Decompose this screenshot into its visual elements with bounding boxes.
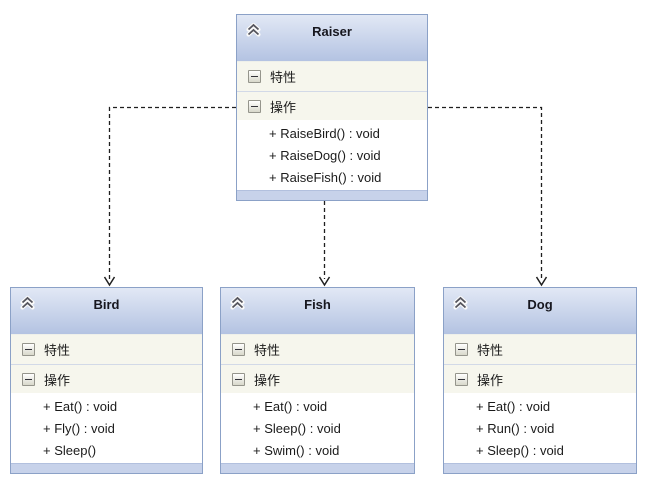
class-title: Raiser [312, 24, 352, 39]
collapse-double-chevron-up-icon[interactable] [228, 294, 246, 311]
class-title: Bird [93, 297, 120, 312]
collapse-double-chevron-up-icon[interactable] [18, 294, 36, 311]
method-item[interactable]: + Eat() : void [43, 399, 118, 414]
minus-box-icon[interactable] [22, 372, 35, 386]
operations-section-row[interactable]: 操作 [237, 91, 427, 120]
minus-box-icon[interactable] [232, 343, 245, 356]
attributes-section-row[interactable]: 特性 [11, 335, 202, 364]
method-item[interactable]: + Eat() : void [253, 399, 328, 414]
class-title: Dog [527, 297, 553, 312]
class-header[interactable]: Bird [11, 288, 202, 335]
dependency-arrow-raiser-to-bird[interactable] [103, 106, 237, 287]
class-box-dog[interactable]: Dog 特性 操作 + Eat() : void + Run() : void … [443, 287, 637, 474]
method-item[interactable]: + Fly() : void [43, 421, 115, 436]
box-footer [11, 463, 202, 473]
arrowhead-icon [535, 276, 548, 287]
class-box-bird[interactable]: Bird 特性 操作 + Eat() : void + Fly() : void… [10, 287, 203, 474]
class-header[interactable]: Dog [444, 288, 636, 335]
collapse-double-chevron-up-icon[interactable] [244, 21, 262, 38]
attributes-section-row[interactable]: 特性 [444, 335, 636, 364]
operations-list: + Eat() : void + Run() : void + Sleep() … [444, 393, 636, 463]
attributes-section-row[interactable]: 特性 [237, 62, 427, 91]
operations-list: + Eat() : void + Fly() : void + Sleep() [11, 393, 202, 463]
arrowhead-icon [318, 276, 331, 287]
method-item[interactable]: + RaiseDog() : void [269, 148, 381, 163]
method-item[interactable]: + RaiseBird() : void [269, 126, 380, 141]
operations-list: + RaiseBird() : void + RaiseDog() : void… [237, 120, 427, 190]
minus-box-icon[interactable] [455, 343, 468, 356]
class-header[interactable]: Fish [221, 288, 414, 335]
minus-box-icon[interactable] [248, 70, 261, 83]
operations-section-row[interactable]: 操作 [11, 364, 202, 393]
class-title: Fish [304, 297, 331, 312]
operations-section-row[interactable]: 操作 [444, 364, 636, 393]
attributes-section-row[interactable]: 特性 [221, 335, 414, 364]
box-footer [221, 463, 414, 473]
operations-label: 操作 [254, 372, 281, 388]
minus-box-icon[interactable] [232, 372, 245, 386]
attributes-label: 特性 [270, 70, 297, 85]
box-footer [237, 190, 427, 200]
attributes-label: 特性 [477, 343, 504, 358]
attributes-label: 特性 [44, 343, 71, 358]
method-item[interactable]: + Sleep() : void [253, 421, 341, 436]
method-item[interactable]: + Sleep() [43, 443, 97, 458]
dependency-arrow-raiser-to-dog[interactable] [428, 106, 548, 287]
class-box-fish[interactable]: Fish 特性 操作 + Eat() : void + Sleep() : vo… [220, 287, 415, 474]
operations-label: 操作 [477, 372, 504, 388]
dependency-arrow-raiser-to-fish[interactable] [318, 201, 331, 287]
operations-label: 操作 [270, 99, 297, 115]
box-footer [444, 463, 636, 473]
operations-list: + Eat() : void + Sleep() : void + Swim()… [221, 393, 414, 463]
method-item[interactable]: + Run() : void [476, 421, 555, 436]
minus-box-icon[interactable] [248, 99, 261, 113]
minus-box-icon[interactable] [455, 372, 468, 386]
class-box-raiser[interactable]: Raiser 特性 操作 + RaiseBird() : void + Rais… [236, 14, 428, 201]
attributes-label: 特性 [254, 343, 281, 358]
collapse-double-chevron-up-icon[interactable] [451, 294, 469, 311]
class-header[interactable]: Raiser [237, 15, 427, 62]
arrowhead-icon [103, 276, 116, 287]
method-item[interactable]: + Sleep() : void [476, 443, 564, 458]
minus-box-icon[interactable] [22, 343, 35, 356]
method-item[interactable]: + RaiseFish() : void [269, 170, 382, 185]
operations-label: 操作 [44, 372, 71, 388]
method-item[interactable]: + Eat() : void [476, 399, 551, 414]
operations-section-row[interactable]: 操作 [221, 364, 414, 393]
method-item[interactable]: + Swim() : void [253, 443, 340, 458]
